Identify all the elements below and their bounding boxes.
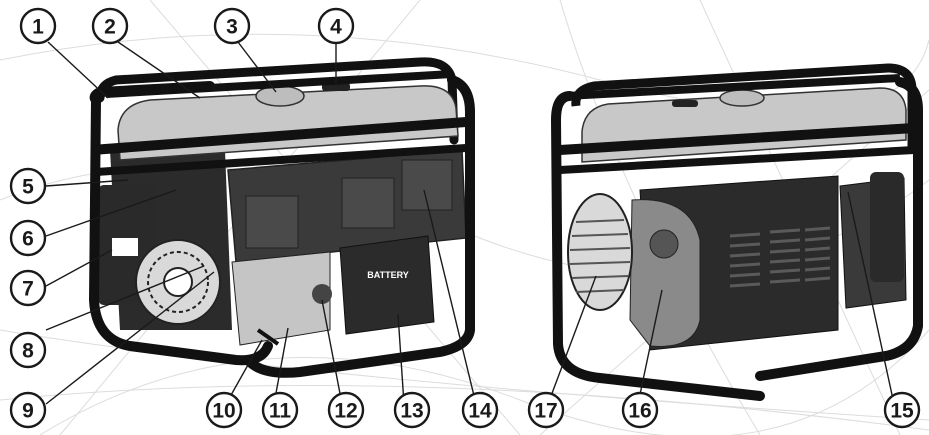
callout-number: 5 [22,176,34,199]
callout-number: 1 [32,16,44,39]
left-generator: BATTERY [88,57,475,378]
callout-number: 13 [400,400,423,423]
callout-number: 10 [212,400,235,423]
callout-3: 3 [213,7,251,45]
callout-number: 17 [534,400,557,423]
callout-1: 1 [19,7,57,45]
callout-16: 16 [621,391,659,429]
callout-number: 3 [226,16,238,39]
muffler-guard [567,193,633,311]
frame-right-r [755,77,923,381]
callout-5: 5 [9,167,47,205]
callout-number: 2 [104,16,116,39]
callout-number: 8 [22,340,34,363]
callout-10: 10 [205,391,243,429]
callout-number: 12 [334,400,357,423]
oil-cap [312,284,332,304]
callout-number: 11 [269,400,292,423]
callout-6: 6 [9,219,47,257]
callout-number: 14 [468,400,492,423]
callout-8: 8 [9,331,47,369]
callout-number: 7 [22,278,34,301]
grounding-lug [256,328,280,346]
callout-17: 17 [527,391,565,429]
battery-label: BATTERY [367,270,409,280]
callout-4: 4 [317,7,355,45]
callout-number: 9 [22,400,34,423]
callout-7: 7 [9,269,47,307]
battery [339,235,435,335]
outlet-1 [245,195,299,249]
fuel-cap [255,85,305,107]
frame-cross-bar [91,117,467,155]
exhaust-outlet [649,229,679,259]
callout-12: 12 [327,391,365,429]
leader-lines [45,41,895,405]
callout-number: 4 [330,16,342,39]
filter-label [112,238,138,256]
frame-front [88,81,273,366]
callout-14: 14 [461,391,499,429]
callout-13: 13 [393,391,431,429]
muffler [629,199,701,347]
frame-front-r [550,91,765,401]
callout-2: 2 [91,7,129,45]
alternator-vents [729,226,831,288]
frame-top-bar [105,70,453,98]
callout-number: 15 [890,400,914,423]
outlet-2 [341,177,395,229]
right-generator [550,63,923,401]
callout-number: 16 [628,400,651,423]
callout-11: 11 [261,391,299,429]
callout-number: 6 [22,228,34,251]
callout-15: 15 [883,391,921,429]
callout-9: 9 [9,391,47,429]
